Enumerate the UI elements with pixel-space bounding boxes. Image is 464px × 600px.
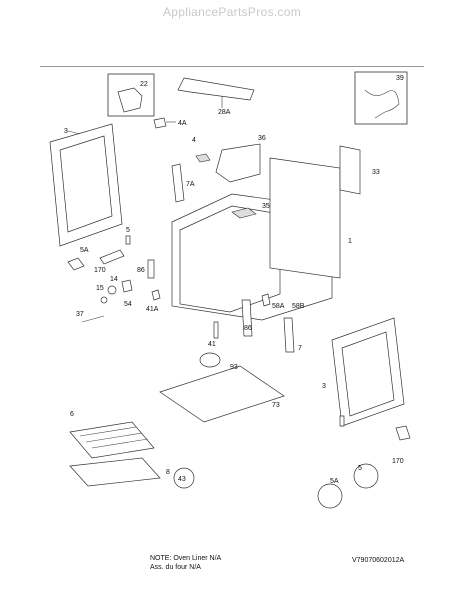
part-86-hinge-mid bbox=[241, 299, 253, 337]
part-43-knob-circle bbox=[173, 467, 195, 489]
part-170-bracket-left bbox=[99, 249, 125, 265]
header-rule bbox=[40, 66, 424, 67]
label-28A: 28A bbox=[218, 109, 231, 116]
part-93-cover bbox=[199, 352, 221, 368]
label-1: 1 bbox=[348, 238, 352, 245]
label-41A: 41A bbox=[146, 306, 159, 313]
label-58A: 58A bbox=[272, 303, 285, 310]
label-43: 43 bbox=[178, 476, 186, 483]
label-14: 14 bbox=[110, 276, 118, 283]
label-33: 33 bbox=[372, 169, 380, 176]
label-73: 73 bbox=[272, 402, 280, 409]
label-41: 41 bbox=[208, 341, 216, 348]
part-58A-element bbox=[261, 293, 271, 307]
part-28A-bracket bbox=[177, 77, 255, 101]
site-watermark: AppliancePartsPros.com bbox=[163, 5, 301, 19]
label-8: 8 bbox=[166, 469, 170, 476]
label-15: 15 bbox=[96, 285, 104, 292]
label-54: 54 bbox=[124, 301, 132, 308]
label-7A: 7A bbox=[186, 181, 195, 188]
label-4: 4 bbox=[192, 137, 196, 144]
part-39-wire bbox=[364, 89, 400, 119]
part-5A-roller-left bbox=[67, 257, 85, 271]
part-22-frame bbox=[107, 73, 155, 117]
part-41-clip bbox=[213, 321, 219, 339]
part-41A-clip bbox=[151, 289, 161, 301]
label-35: 35 bbox=[262, 203, 270, 210]
part-5-screw-right bbox=[339, 415, 345, 427]
part-36-shield bbox=[215, 143, 261, 183]
part-7A-hinge bbox=[171, 163, 185, 203]
part-5-roller-circle-right bbox=[353, 463, 379, 489]
footer-note-line2: Ass. du four N/A bbox=[150, 564, 201, 571]
part-5-screw-left bbox=[125, 235, 131, 245]
part-6-oven-rack bbox=[69, 421, 155, 459]
part-54-part bbox=[121, 279, 133, 293]
label-86-left: 86 bbox=[137, 267, 145, 274]
part-39-frame bbox=[354, 71, 408, 125]
part-170-bracket-right bbox=[395, 425, 411, 441]
part-15-knob bbox=[100, 296, 108, 304]
label-36: 36 bbox=[258, 135, 266, 142]
label-3-top: 3 bbox=[64, 128, 68, 135]
part-22-bracket bbox=[117, 87, 143, 113]
part-37-wire bbox=[81, 315, 105, 323]
label-58B: 58B bbox=[292, 303, 305, 310]
part-3-door-inner-right bbox=[341, 331, 395, 417]
label-170-left: 170 bbox=[94, 267, 106, 274]
oven-cavity bbox=[179, 205, 281, 313]
label-6: 6 bbox=[70, 411, 74, 418]
part-5A-roller-circle-right bbox=[317, 483, 343, 509]
part-3-door-inner-left bbox=[59, 135, 113, 233]
label-39: 39 bbox=[396, 75, 404, 82]
part-35-component bbox=[231, 207, 257, 219]
part-8-broil-pan bbox=[69, 457, 161, 487]
label-4A: 4A bbox=[178, 120, 187, 127]
label-37: 37 bbox=[76, 311, 84, 318]
part-14-knob bbox=[107, 285, 117, 295]
label-93: 93 bbox=[230, 364, 238, 371]
label-3-right: 3 bbox=[322, 383, 326, 390]
label-170-right: 170 bbox=[392, 458, 404, 465]
footer-note-line1: NOTE: Oven Liner N/A bbox=[150, 555, 222, 562]
part-33-panel bbox=[339, 145, 361, 195]
label-5A-right: 5A bbox=[330, 478, 339, 485]
label-5-left: 5 bbox=[126, 227, 130, 234]
part-4-clip bbox=[195, 153, 211, 163]
part-73-bottom-panel bbox=[159, 365, 285, 423]
part-86-hinge-left bbox=[147, 259, 155, 279]
part-1-back-panel bbox=[269, 157, 341, 279]
footer-note: NOTE: Oven Liner N/A Ass. du four N/A bbox=[150, 554, 221, 572]
label-5A-left: 5A bbox=[80, 247, 89, 254]
diagram-code: V79070602012A bbox=[352, 557, 405, 564]
label-7: 7 bbox=[298, 345, 302, 352]
part-4A-bracket bbox=[153, 117, 167, 129]
label-86-mid: 86 bbox=[244, 325, 252, 332]
label-5-right: 5 bbox=[358, 465, 362, 472]
part-7-hinge bbox=[283, 317, 295, 353]
label-22: 22 bbox=[140, 81, 148, 88]
